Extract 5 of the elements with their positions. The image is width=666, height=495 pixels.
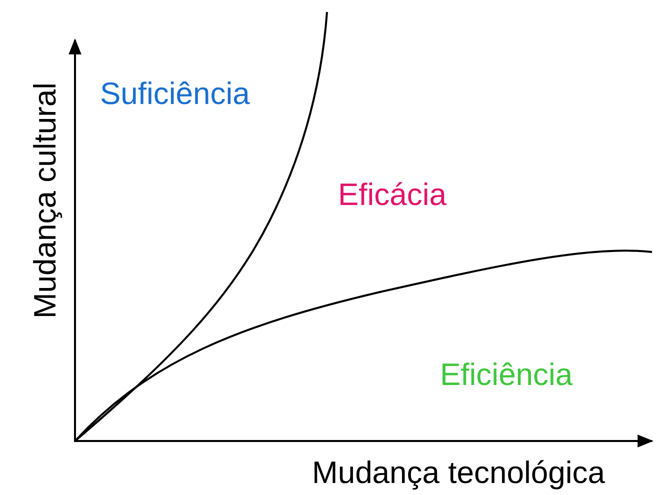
region-label: Eficácia [338,179,447,210]
region-label: Eficiência [440,359,573,390]
axis-label: Mudança cultural [30,82,61,318]
region-label: Suficiência [100,78,250,109]
axis-label: Mudança tecnológica [312,457,605,488]
